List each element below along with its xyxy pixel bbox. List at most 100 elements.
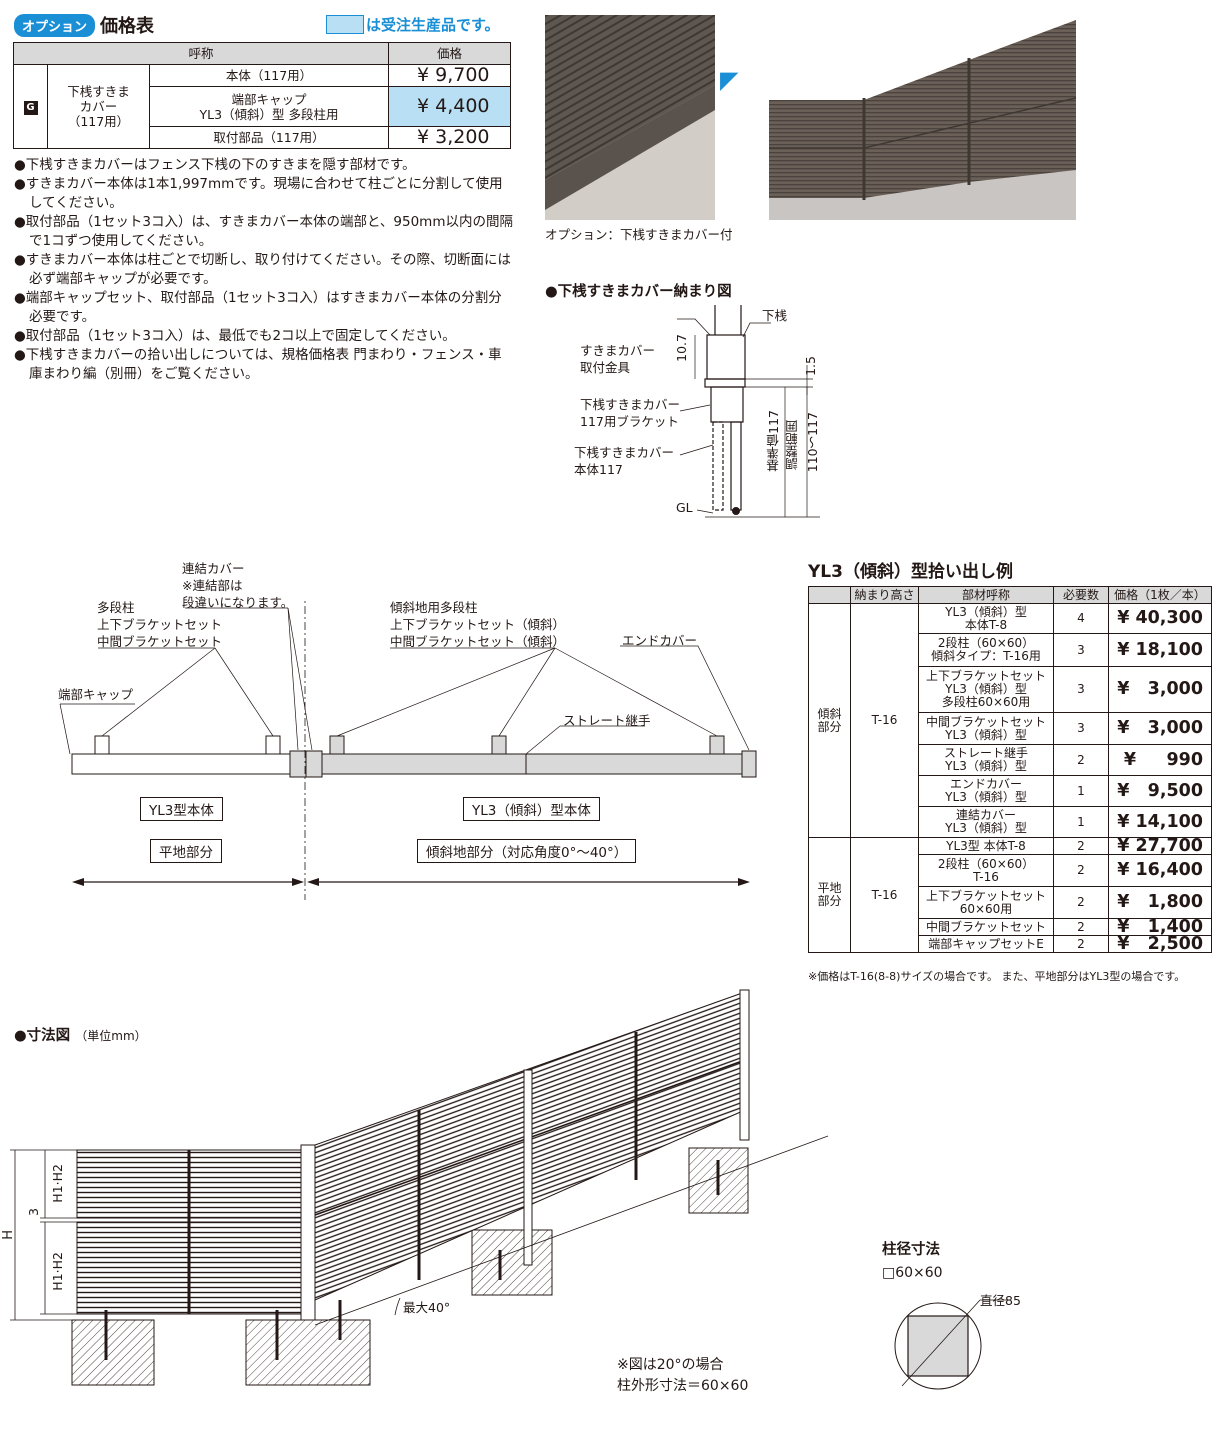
label-top-rail: 下桟 [762,308,788,323]
group-label-line: （117用） [67,114,130,129]
ex-height-cell: T-16 [850,837,919,953]
ex-price: ¥ 3,000 [1108,666,1212,713]
dimension-unit: （単位mm） [75,1029,147,1043]
ex-qty: 3 [1053,633,1109,667]
label-bracket: 下桟すきまカバー 117用ブラケット [580,396,680,430]
ex-name-line: T-16 [973,869,999,884]
note-item: 下桟すきまカバーはフェンス下桟の下のすきまを隠す部材です。 [14,156,514,175]
ex-name-line: YL3（傾斜）型 [945,682,1027,696]
row-name: 端部キャップ YL3（傾斜）型 多段柱用 [149,86,389,127]
ex-price: ¥ 1,800 [1108,886,1212,919]
ex-qty: 2 [1053,918,1109,936]
ex-qty: 2 [1053,744,1109,776]
dim-10-7: 10.7 [674,334,689,362]
ex-section-line: 部分 [817,719,842,734]
ex-price: ¥ 990 [1108,744,1212,776]
ex-name-line: 本体T-8 [964,617,1008,632]
row-price: ¥ 9,700 [388,64,511,87]
ex-name-line: 多段柱60×60用 [941,695,1031,709]
label-joint-cover: 連結カバー ※連結部は 段違いになります。 [182,560,293,611]
fence-photo [769,20,1076,220]
label-line: 中間ブラケットセット [97,634,223,649]
post-diameter-label: 直径85 [980,1293,1021,1308]
note-item: すきまカバー本体は1本1,997mmです。現場に合わせて柱ごとに分割して使用して… [14,175,514,213]
label-end-cap: 端部キャップ [58,687,134,702]
price-table-col-price: 価格 [388,42,511,65]
ex-part-name: YL3型 本体T-8 [918,837,1054,855]
group-label: 下桟すきま カバー （117用） [47,64,150,149]
ex-price: ¥ 18,100 [1108,633,1212,667]
dim-standard: 基準値117 [766,410,781,472]
row-name-line: 端部キャップ [231,91,307,107]
group-label-line: 下桟すきま [67,84,130,99]
ex-name-line: 連結カバー [955,808,1016,822]
ex-qty: 1 [1053,775,1109,807]
ex-section-line: 平地 [817,881,842,895]
row-price-made-to-order: ¥ 4,400 [388,86,511,127]
ex-name-line: ストレート継手 [943,746,1028,760]
ex-header: 必要数 [1053,586,1109,604]
post-size-value: □60×60 [882,1265,943,1281]
ex-name-line: YL3（傾斜）型 [945,604,1027,619]
example-table: 納まり高さ 部材呼称 必要数 価格（1枚／本） 傾斜部分 T-16 YL3（傾斜… [808,586,1212,953]
label-line: 傾斜地用多段柱 [390,600,478,615]
ex-name-line: 60×60用 [959,901,1013,916]
section-detail-title: ●下桟すきまカバー納まり図 [545,284,732,300]
group-label-line: カバー [79,99,118,114]
ex-name-line: 2段柱（60×60） [937,636,1035,650]
ex-price: ¥ 14,100 [1108,806,1212,838]
price-table: 呼称 価格 G 下桟すきま カバー （117用） 本体（117用） ¥ 9,70… [13,42,511,149]
label-line: 上下ブラケットセット（傾斜） [390,617,566,632]
label-slope-post: 傾斜地用多段柱 上下ブラケットセット（傾斜） 中間ブラケットセット（傾斜） [390,599,565,650]
ex-name-line: YL3（傾斜）型 [945,790,1027,804]
group-cell: G [13,64,48,149]
ex-qty: 1 [1053,806,1109,838]
label-flat-body: YL3型本体 [140,797,223,821]
max-angle-label: 最大40° [403,1300,451,1315]
dimension-note: 柱外形寸法＝60×60 [617,1378,749,1394]
photo-caption: オプション：下桟すきまカバー付 [545,227,733,242]
label-slope-body: YL3（傾斜）型本体 [463,797,600,821]
ex-price: ¥ 3,000 [1108,712,1212,745]
label-end-cover: エンドカバー [622,633,698,648]
label-straight-joint: ストレート継手 [563,713,651,728]
dimension-title: ●寸法図 [14,1028,71,1044]
dimension-notes: ※図は20°の場合 柱外形寸法＝60×60 [617,1355,748,1397]
ex-price: ¥ 16,400 [1108,854,1212,887]
ex-price: ¥ 40,300 [1108,603,1212,634]
notes-list: 下桟すきまカバーはフェンス下桟の下のすきまを隠す部材です。 すきまカバー本体は1… [14,156,514,384]
ex-qty: 4 [1053,603,1109,634]
row-name: 本体（117用） [149,64,389,87]
note-item: すきまカバー本体は柱ごとで切断し、取り付けてください。その際、切断面には必ず端部… [14,251,514,289]
label-line: 多段柱 [97,600,135,615]
label-line: 取付金具 [580,360,631,375]
group-badge: G [23,101,38,115]
ex-price: ¥ 2,500 [1108,935,1212,953]
ex-part-name: 2段柱（60×60）T-16 [918,854,1054,887]
ex-header [808,586,851,604]
ex-qty: 2 [1053,854,1109,887]
dim-adjust-range: 110〜117 [805,412,820,473]
ex-qty: 2 [1053,886,1109,919]
dim-h1h2-upper: H1·H2 [50,1164,65,1203]
dim-h: H [1,1230,16,1240]
ex-name-line: 上下ブラケットセット [925,888,1046,903]
ex-part-name: 中間ブラケットセット [918,918,1054,936]
label-flat-part: 平地部分 [150,839,222,863]
ex-section-cell: 平地部分 [808,837,851,953]
dim-gap: 3 [26,1208,41,1216]
ex-height-cell: T-16 [850,603,919,838]
ex-price: ¥ 9,500 [1108,775,1212,807]
label-line: 117用ブラケット [580,414,679,429]
label-line: ※連結部は [182,578,243,593]
label-line: 本体117 [574,462,623,477]
price-table-title: 価格表 [100,16,154,37]
post-section-drawing [894,1299,1008,1390]
ex-price: ¥ 1,400 [1108,918,1212,936]
ex-name-line: YL3（傾斜）型 [945,821,1027,835]
